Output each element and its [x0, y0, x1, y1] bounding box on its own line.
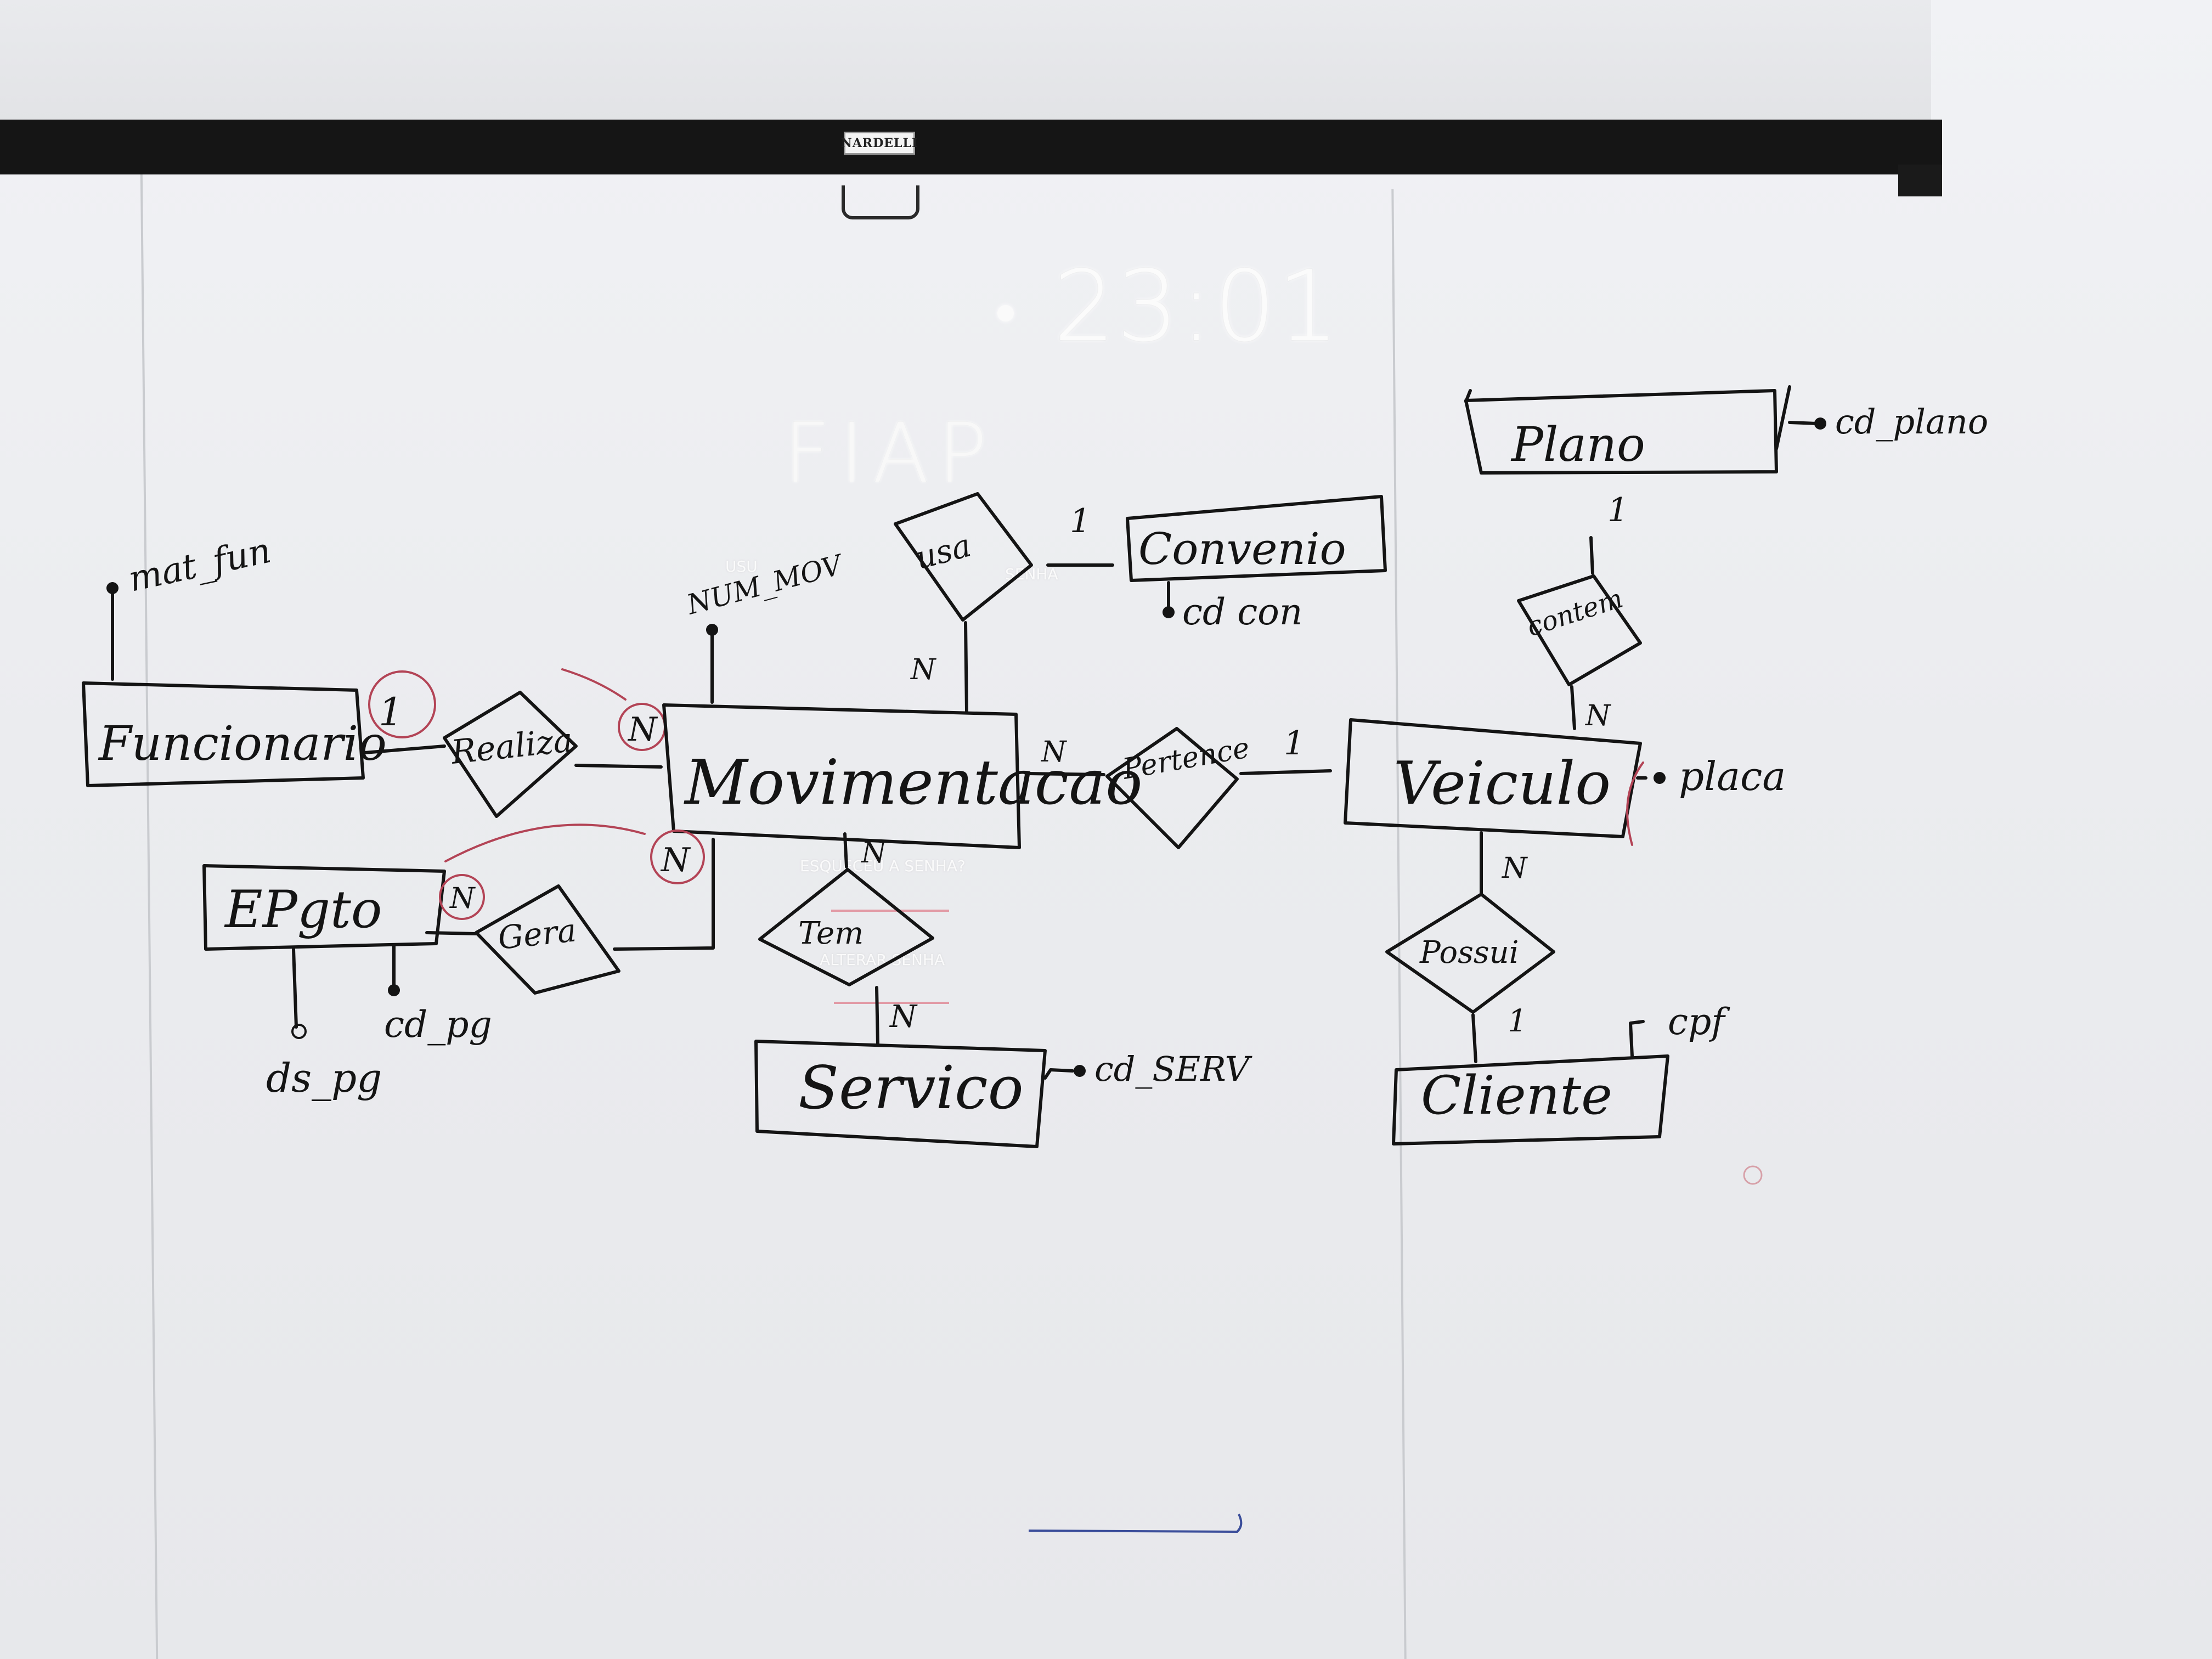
cardinality-contem-veiculo: N [1584, 699, 1611, 732]
attribute-num-mov-label: NUM_MOV [683, 548, 848, 620]
projector-screen-bar-end [1898, 165, 1942, 196]
entity-servico-label: Servico [798, 1054, 1024, 1122]
power-icon [1743, 1165, 1763, 1185]
attribute-cd-plano-label: cd_plano [1835, 402, 1988, 442]
cardinality-realiza-funcionario-label: 1 [379, 690, 403, 735]
attribute-mat-fun: mat_fun [106, 531, 274, 681]
attribute-mat-fun-label: mat_fun [125, 531, 274, 600]
cardinality-realiza-movimentacao: N [561, 668, 666, 751]
attribute-placa: placa [1626, 753, 1786, 846]
cardinality-gera-epgto-label: N [449, 882, 476, 915]
ghost-forgot-label: ESQUECEU A SENHA? [800, 857, 966, 875]
entity-convenio: Convenio [1126, 495, 1387, 582]
entity-servico: Servico [754, 1040, 1047, 1148]
entity-plano: Plano [1464, 389, 1778, 475]
relationship-gera: Gera [425, 838, 715, 995]
entity-veiculo-label: Veiculo [1393, 749, 1611, 818]
relationship-possui-label: Possui [1419, 935, 1519, 970]
ghost-user-label: USU [725, 557, 758, 575]
screen-pull-handle [842, 185, 919, 219]
relationship-gera-label: Gera [496, 911, 578, 957]
cardinality-pertence-movimentacao: N [1040, 736, 1067, 769]
cardinality-possui-cliente: 1 [1508, 1003, 1527, 1039]
entity-cliente: Cliente [1392, 1054, 1669, 1146]
projector-screen-bar [0, 120, 1942, 174]
attribute-cd-serv-label: cd_SERV [1094, 1049, 1253, 1089]
attribute-cd-pg: cd_pg [384, 943, 492, 1046]
attribute-placa-label: placa [1679, 753, 1786, 799]
relationship-realiza: Realiza [363, 691, 663, 818]
relationship-possui: Possui [1385, 831, 1555, 1063]
cardinality-pertence-veiculo: 1 [1284, 724, 1305, 763]
cardinality-possui-veiculo: N [1501, 852, 1528, 885]
attribute-ds-pg-label: ds_pg [266, 1055, 382, 1101]
cardinality-contem-plano: 1 [1607, 491, 1628, 529]
entity-plano-label: Plano [1510, 417, 1645, 472]
attribute-cd-con-label: cd con [1182, 591, 1302, 633]
entity-movimentacao-label: Movimentacao [684, 747, 1143, 819]
entity-cliente-label: Cliente [1421, 1065, 1612, 1126]
entity-movimentacao: Movimentacao [662, 703, 1143, 849]
cardinality-gera-movimentacao: N [444, 823, 705, 884]
attribute-num-mov: NUM_MOV [683, 548, 848, 704]
projector-screen-rolled [0, 0, 1931, 125]
cardinality-realiza-funcionario: 1 [368, 670, 436, 738]
cardinality-tem-movimentacao: N [860, 837, 887, 870]
relationship-usa: usa [894, 492, 1114, 714]
cardinality-usa-movimentacao: N [910, 653, 936, 686]
entity-veiculo: Veiculo [1344, 718, 1642, 838]
cardinality-gera-epgto: N [439, 874, 485, 920]
ghost-blue-mark [1028, 1514, 1243, 1533]
attribute-cd-serv: cd_SERV [1043, 1049, 1253, 1089]
relationship-tem-label: Tem [798, 916, 864, 951]
attribute-cpf-label: cpf [1668, 1001, 1730, 1043]
entity-funcionario-label: Funcionario [98, 716, 387, 771]
attribute-cd-pg-label: cd_pg [384, 1003, 492, 1046]
projected-clock: 23:01 [1053, 250, 1340, 363]
relationship-pertence-label: Pertence [1120, 731, 1252, 786]
attribute-cpf: cpf [1629, 1001, 1730, 1058]
attribute-cd-plano: cd_plano [1775, 385, 1988, 450]
cardinality-tem-servico: N [889, 999, 918, 1035]
entity-funcionario: Funcionario [82, 681, 387, 787]
cardinality-usa-convenio: 1 [1070, 502, 1091, 540]
entity-convenio-label: Convenio [1138, 523, 1346, 574]
cardinality-realiza-movimentacao-label: N [627, 710, 658, 749]
relationship-usa-label: usa [911, 527, 975, 577]
attribute-cd-con: cd con [1163, 581, 1302, 633]
projector-brand-label: NARDELLI [841, 132, 917, 155]
relationship-tem: Tem [758, 832, 934, 1047]
relationship-contem: contem [1517, 536, 1642, 730]
entity-epgto-label: EPgto [224, 880, 382, 940]
entity-epgto: EPgto [202, 864, 446, 951]
cardinality-gera-movimentacao-label: N [660, 841, 691, 879]
clock-dot-icon [997, 305, 1014, 321]
relationship-contem-label: contem [1523, 583, 1626, 643]
attribute-ds-pg: ds_pg [266, 947, 382, 1101]
